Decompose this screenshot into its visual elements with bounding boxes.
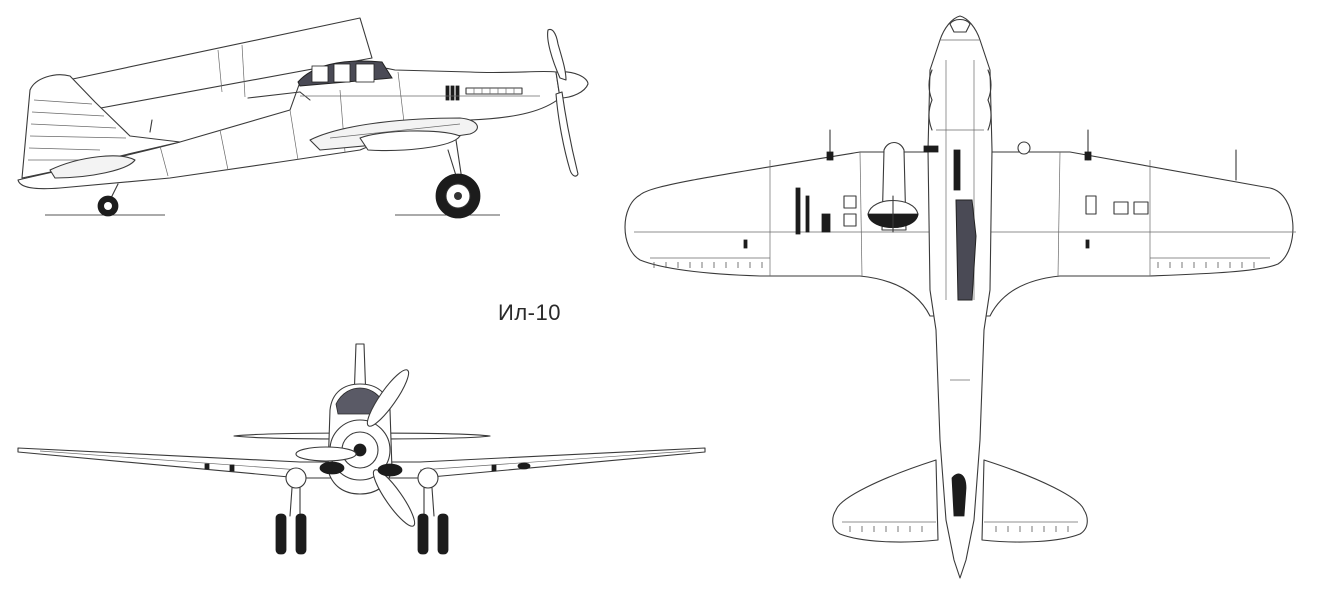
side-propeller-blade-bottom xyxy=(555,91,579,177)
front-propeller-blade-b xyxy=(372,469,416,527)
front-left-gear xyxy=(275,467,307,555)
rear-gun xyxy=(247,91,301,99)
side-tail-wheel xyxy=(97,183,119,217)
side-fuselage xyxy=(17,66,561,190)
top-gear-fairing xyxy=(867,141,919,233)
side-tail-fin xyxy=(21,74,181,179)
front-view xyxy=(17,343,706,555)
front-propeller-blade-c xyxy=(295,446,357,462)
side-main-gear xyxy=(435,139,481,219)
front-propeller-blade-a xyxy=(366,369,410,427)
front-right-gear xyxy=(417,467,449,555)
top-cockpit xyxy=(955,199,977,301)
aircraft-designation-label: Ил-10 xyxy=(498,300,561,325)
side-propeller-blade-top xyxy=(547,28,567,81)
top-tailplane xyxy=(832,459,1088,543)
side-view xyxy=(17,17,589,219)
top-view xyxy=(624,15,1296,579)
top-wing-hatch xyxy=(653,262,1255,268)
side-tailplane xyxy=(49,155,136,179)
top-wing-guns xyxy=(826,129,1237,181)
side-exhaust-ports xyxy=(445,85,523,101)
